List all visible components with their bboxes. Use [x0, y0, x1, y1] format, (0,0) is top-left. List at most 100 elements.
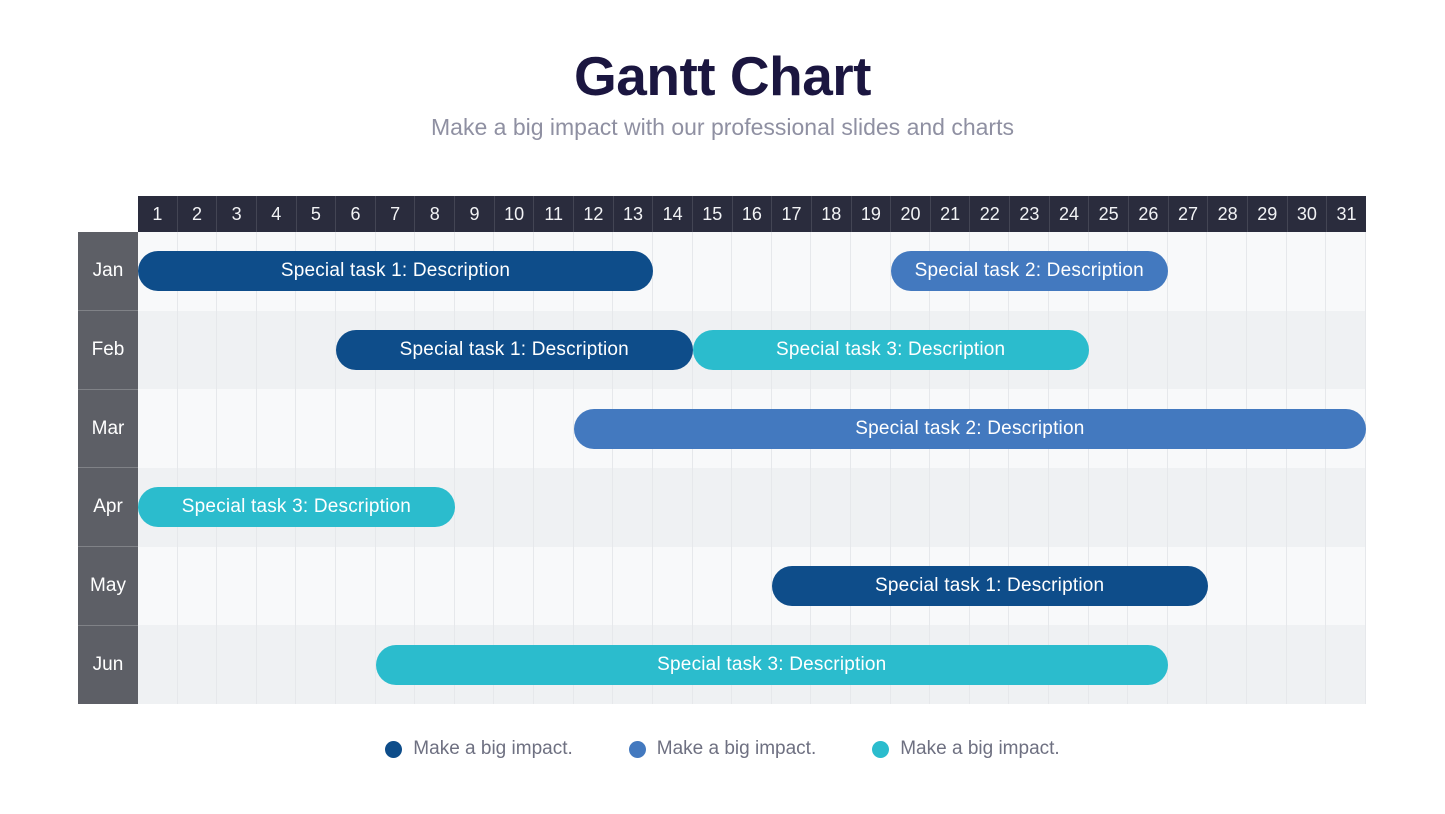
grid-cell	[336, 625, 376, 705]
day-header-cell: 31	[1336, 203, 1357, 224]
grid-cell	[217, 310, 257, 390]
page-subtitle: Make a big impact with our professional …	[431, 114, 1014, 140]
gantt-row-may: Special task 1: Description	[138, 546, 1366, 626]
grid-cell	[693, 546, 733, 626]
grid-cell	[811, 232, 851, 311]
day-header-cell: 21	[931, 196, 971, 232]
legend: Make a big impact.Make a big impact.Make…	[0, 738, 1445, 760]
grid-cell	[1247, 468, 1287, 547]
legend-label: Make a big impact.	[900, 738, 1060, 759]
day-header-cell: 2	[178, 196, 218, 232]
grid-cell	[257, 310, 297, 390]
grid-cell	[1326, 232, 1366, 311]
task-bar: Special task 2: Description	[573, 408, 1366, 449]
legend-dot-icon	[872, 740, 890, 758]
day-header-cell: 29	[1248, 196, 1288, 232]
grid-cell	[891, 468, 931, 547]
grid-cell	[494, 389, 535, 469]
grid-cell	[257, 546, 297, 626]
grid-cell	[851, 232, 891, 311]
grid-cell	[732, 546, 772, 626]
grid-cell	[415, 546, 455, 626]
grid-cell	[178, 546, 218, 626]
grid-cell	[1207, 310, 1248, 390]
grid-cell	[732, 232, 772, 311]
grid-cell	[534, 468, 574, 547]
task-bar: Special task 2: Description	[890, 251, 1168, 292]
grid-cell	[1287, 310, 1327, 390]
grid-cell	[1128, 468, 1168, 547]
grid-cell	[296, 389, 337, 469]
grid-cell	[1247, 625, 1287, 705]
grid-cell	[574, 546, 614, 626]
grid-cell	[1168, 625, 1208, 705]
legend-dot-icon	[385, 740, 403, 758]
day-header-cell: 6	[336, 196, 376, 232]
grid-cell	[613, 546, 653, 626]
grid-cell	[455, 546, 495, 626]
day-header-cell: 5	[297, 196, 337, 232]
grid-cell	[1287, 546, 1327, 626]
grid-cell	[811, 468, 851, 547]
grid-cell	[1247, 546, 1287, 626]
task-bar: Special task 3: Description	[138, 487, 455, 528]
grid-cell	[296, 546, 337, 626]
legend-item: Make a big impact.	[872, 738, 1060, 760]
grid-cell	[534, 546, 574, 626]
day-header-cell: 30	[1288, 196, 1328, 232]
day-header-cell: 24	[1050, 196, 1090, 232]
grid-cell	[1089, 468, 1129, 547]
month-label-feb: Feb	[78, 311, 138, 390]
day-header-cell: 12	[574, 196, 614, 232]
grid-cell	[1089, 310, 1129, 390]
grid-cell	[1247, 310, 1287, 390]
grid-cell	[1326, 546, 1366, 626]
legend-label: Make a big impact.	[413, 738, 573, 759]
day-header-cell: 19	[852, 196, 892, 232]
grid-cell	[138, 389, 178, 469]
day-header-cell: 15	[693, 196, 733, 232]
grid-cell	[1326, 625, 1366, 705]
grid-cell	[693, 232, 733, 311]
grid-cell	[1287, 625, 1327, 705]
grid-cell	[257, 625, 297, 705]
grid-cell	[1207, 232, 1248, 311]
day-header-cell: 14	[653, 196, 693, 232]
grid-cell	[851, 468, 891, 547]
grid-cell	[455, 389, 495, 469]
grid-cell	[970, 468, 1010, 547]
day-header-cell: 13	[614, 196, 654, 232]
grid-cell	[1207, 625, 1248, 705]
grid-cell	[1128, 310, 1168, 390]
day-header-cell: 25	[1089, 196, 1130, 232]
grid-cell	[455, 468, 495, 547]
month-label-jan: Jan	[78, 232, 138, 311]
month-label-apr: Apr	[78, 468, 138, 548]
grid-cell	[693, 468, 733, 547]
page-title: Gantt Chart	[574, 45, 872, 107]
grid-cell	[1168, 232, 1208, 311]
gantt-row-apr: Special task 3: Description	[138, 468, 1366, 547]
task-bar: Special task 3: Description	[692, 330, 1089, 370]
grid-cell	[1287, 232, 1327, 311]
month-label-mar: Mar	[78, 390, 138, 469]
day-header-cell: 11	[534, 196, 575, 232]
grid-cell	[653, 232, 693, 311]
grid-cell	[257, 389, 297, 469]
grid-cell	[653, 468, 693, 547]
grid-cell	[296, 625, 337, 705]
month-label-jun: Jun	[92, 654, 124, 676]
grid-cell	[494, 546, 535, 626]
grid-cell	[138, 546, 178, 626]
day-header-cell: 22	[970, 196, 1011, 232]
legend-dot-icon	[628, 740, 646, 758]
day-header-cell: 27	[1169, 196, 1209, 232]
gantt-row-jun: Special task 3: Description	[138, 625, 1366, 705]
task-bar: Special task 1: Description	[771, 566, 1208, 607]
grid-cell	[1287, 468, 1327, 547]
